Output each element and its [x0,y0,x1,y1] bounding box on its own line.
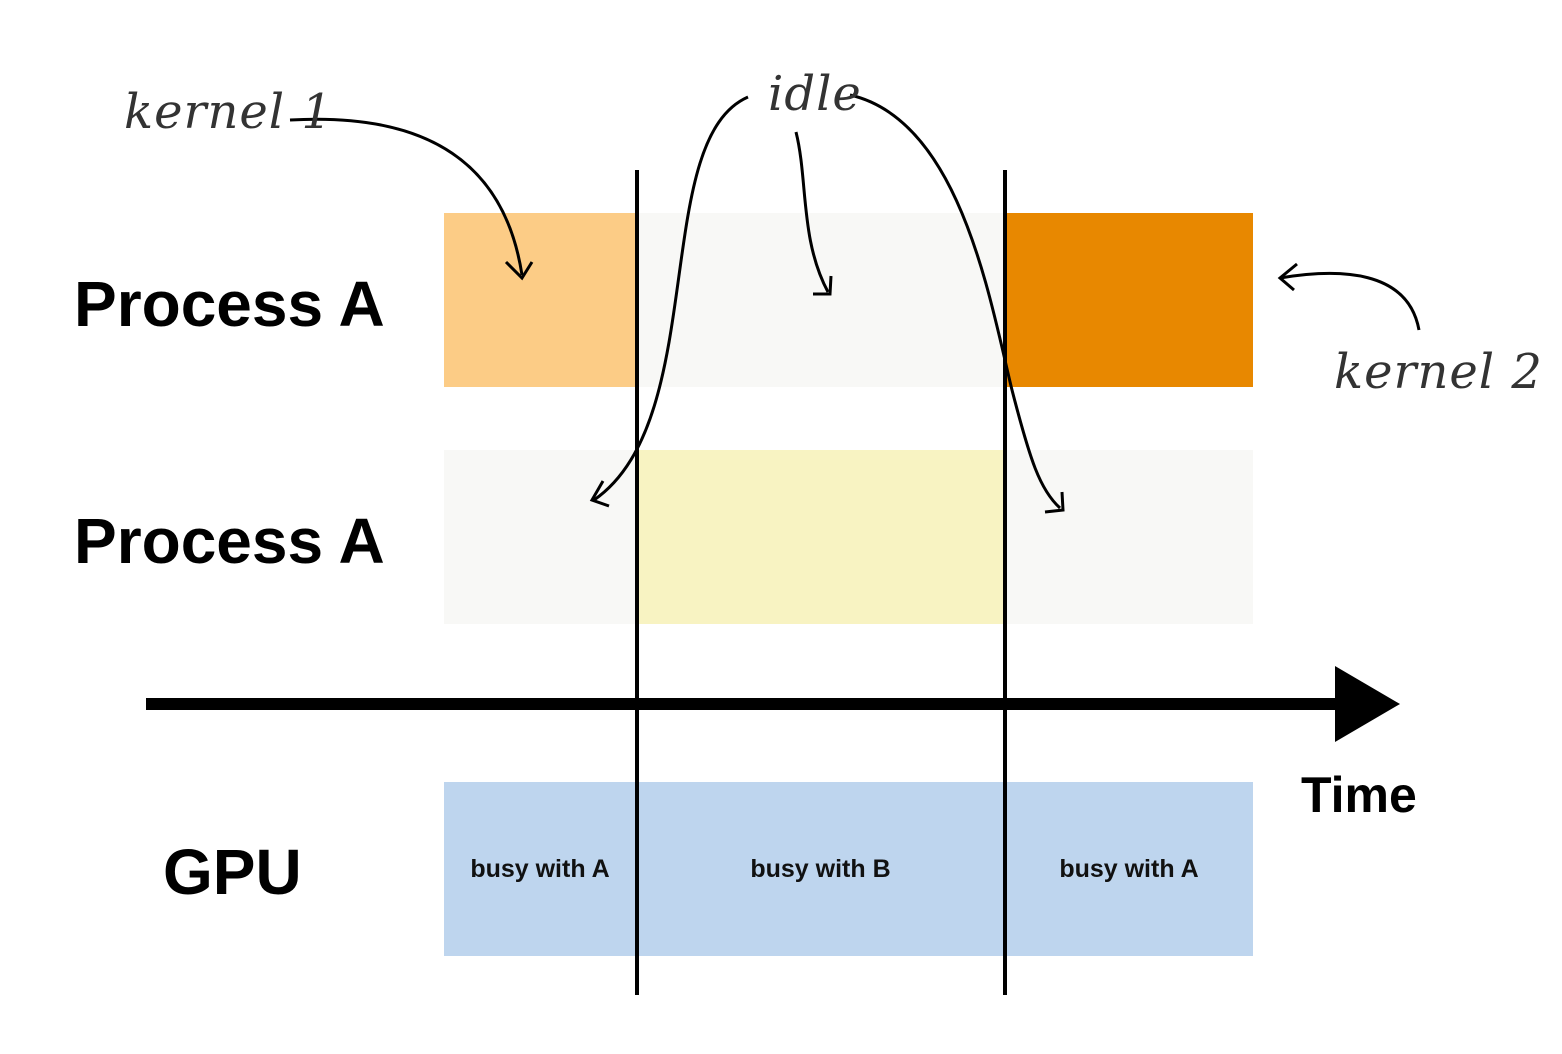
process-bottom-active-block [636,450,1005,624]
kernel-2-block [1005,213,1253,387]
row-label-process-a-bottom: Process A [74,505,385,577]
time-axis-label: Time [1301,767,1417,823]
kernel-1-arrow [289,117,524,276]
idle-arrow-center [794,131,830,293]
time-axis-arrowhead [1335,666,1400,742]
annotation-kernel-2: kernel 2 [1334,344,1543,400]
kernel-2-arrowhead [1277,262,1298,292]
idle-arrow-right-head [1044,491,1065,514]
kernel-1-arrowhead [504,260,534,281]
process-a-idle-block [636,213,1005,387]
kernel-2-arrow [1279,271,1421,331]
row-label-gpu: GPU [163,836,302,908]
gpu-segment-busy-a-first: busy with A [444,782,636,956]
idle-arrow-left-head [589,480,610,508]
idle-arrow-right [849,93,1062,510]
gpu-segment-busy-a-second: busy with A [1005,782,1253,956]
annotation-idle: idle [768,66,862,122]
annotation-kernel-1: kernel 1 [124,84,333,140]
row-label-process-a-top: Process A [74,268,385,340]
process-bottom-idle-block-right [1005,450,1253,624]
idle-arrow-left [593,95,749,502]
gpu-segment-busy-b: busy with B [636,782,1005,956]
idle-arrow-center-head [813,275,833,296]
process-bottom-idle-block-left [444,450,636,624]
kernel-1-block [444,213,636,387]
